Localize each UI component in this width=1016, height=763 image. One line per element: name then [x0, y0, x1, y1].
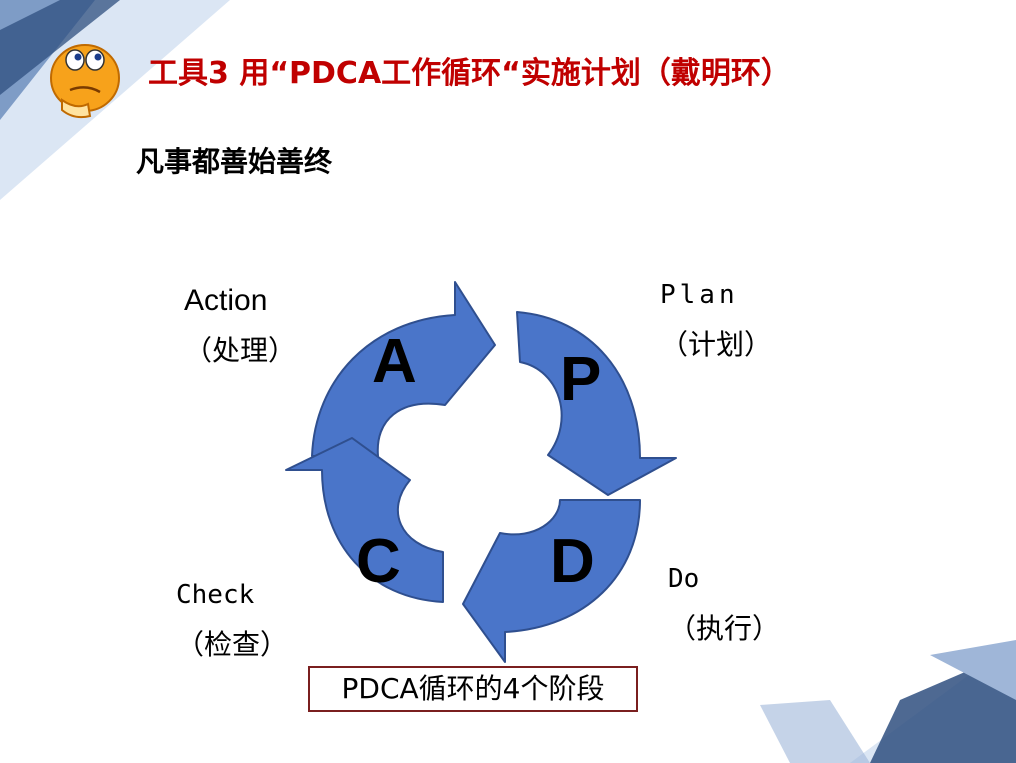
label-do-en: Do	[668, 564, 700, 594]
label-do: Do （执行）	[668, 554, 780, 654]
label-action: Action （处理）	[184, 276, 296, 376]
arrow-do	[462, 499, 641, 663]
diagram-caption: PDCA循环的4个阶段	[308, 666, 638, 712]
label-action-en: Action	[184, 284, 268, 317]
page-title: 工具3 用“PDCA工作循环“实施计划（戴明环）	[148, 56, 791, 91]
label-check-cn: （检查）	[176, 628, 289, 661]
label-plan: Plan （计划）	[660, 270, 772, 370]
letter-plan: P	[560, 345, 602, 414]
letter-action: A	[372, 327, 417, 396]
arrow-action	[311, 281, 496, 457]
page-subtitle: 凡事都善始善终	[136, 145, 333, 178]
label-plan-en: Plan	[660, 280, 739, 310]
letter-check: C	[356, 527, 401, 596]
arrow-plan	[516, 311, 677, 496]
label-action-cn: （处理）	[184, 334, 297, 367]
label-do-cn: （执行）	[668, 612, 781, 645]
label-check-en: Check	[176, 580, 255, 610]
letter-do: D	[550, 527, 595, 596]
arrow-check	[285, 437, 444, 603]
label-plan-cn: （计划）	[660, 328, 773, 361]
label-check: Check （检查）	[176, 570, 288, 670]
